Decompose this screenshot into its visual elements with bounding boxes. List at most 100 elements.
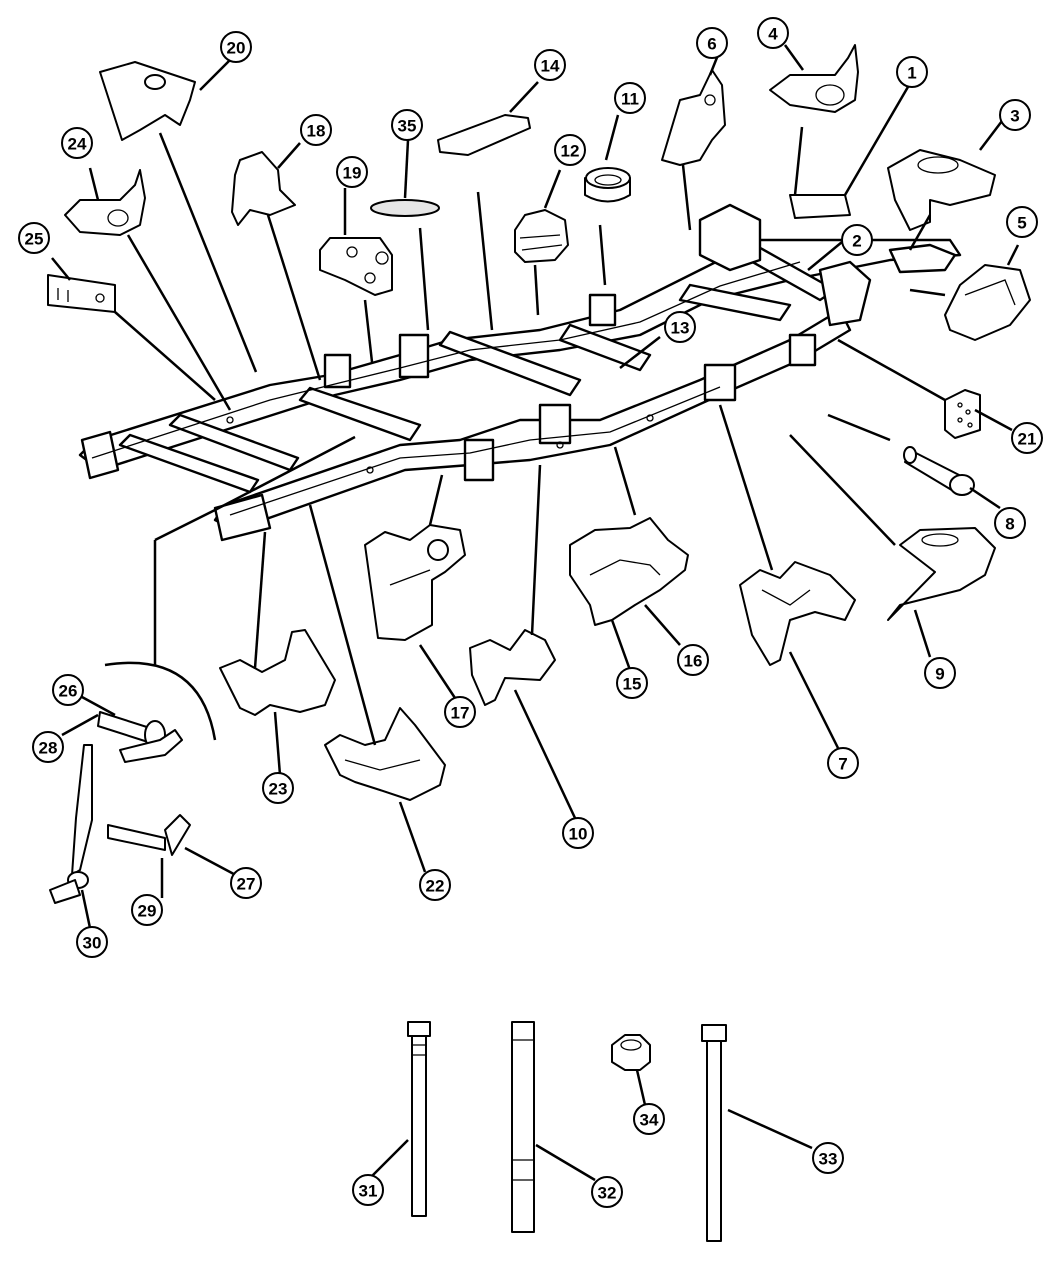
- callout-circle: [616, 667, 648, 699]
- callout-number: 7: [838, 755, 847, 774]
- part-18-bracket: [231, 151, 296, 226]
- callout-circle: [614, 82, 646, 114]
- callout-11: 11: [614, 82, 646, 114]
- callout-21: 21: [1011, 422, 1043, 454]
- part-10-bracket: [469, 629, 556, 706]
- callout-circle: [999, 99, 1031, 131]
- part-19-bracket: [319, 237, 393, 296]
- callout-circle: [994, 507, 1026, 539]
- part-31-long-bolt: [407, 1021, 431, 1217]
- part-33-long-bolt: [701, 1024, 727, 1242]
- arc-bracket-set: [104, 540, 217, 741]
- callout-number: 24: [68, 135, 87, 154]
- callout-circle: [924, 657, 956, 689]
- callout-8: 8: [994, 507, 1026, 539]
- callout-circle: [262, 772, 294, 804]
- callout-number: 4: [768, 25, 778, 44]
- callout-number: 29: [138, 902, 157, 921]
- callout-28: 28: [32, 731, 64, 763]
- part-29-bolt: [107, 814, 191, 856]
- callout-circle: [633, 1103, 665, 1135]
- part-3-bracket: [887, 149, 996, 231]
- callout-14: 14: [534, 49, 566, 81]
- callout-2: 2: [841, 224, 873, 256]
- callout-30: 30: [76, 926, 108, 958]
- callout-number: 6: [707, 35, 716, 54]
- part-14-plate: [437, 114, 531, 156]
- callout-circle: [841, 224, 873, 256]
- part-30-bolt: [49, 744, 93, 904]
- callout-number: 32: [598, 1184, 617, 1203]
- callout-17: 17: [444, 696, 476, 728]
- callout-22: 22: [419, 869, 451, 901]
- callout-number: 20: [227, 39, 246, 58]
- callout-circle: [32, 731, 64, 763]
- callout-circle: [827, 747, 859, 779]
- callout-number: 18: [307, 122, 326, 141]
- part-21-plate: [944, 389, 981, 439]
- callout-number: 27: [237, 875, 256, 894]
- callout-7: 7: [827, 747, 859, 779]
- callout-number: 35: [398, 117, 417, 136]
- part-20-plate: [99, 61, 196, 141]
- callout-number: 34: [640, 1111, 659, 1130]
- callout-24: 24: [61, 127, 93, 159]
- callout-number: 12: [561, 142, 580, 161]
- callout-circle: [812, 1142, 844, 1174]
- callout-circle: [18, 222, 50, 254]
- callout-circle: [300, 114, 332, 146]
- callout-circle: [1006, 206, 1038, 238]
- part-4-mount: [769, 44, 859, 113]
- callout-6: 6: [696, 27, 728, 59]
- callout-circle: [757, 17, 789, 49]
- part-28-bolt: [119, 729, 183, 763]
- callout-3: 3: [999, 99, 1031, 131]
- part-16-bracket: [569, 517, 689, 626]
- callout-circle: [352, 1174, 384, 1206]
- part-5-shield: [944, 264, 1031, 341]
- callout-16: 16: [677, 644, 709, 676]
- callout-number: 2: [852, 232, 861, 251]
- callout-circle: [52, 674, 84, 706]
- callout-18: 18: [300, 114, 332, 146]
- callout-1: 1: [896, 56, 928, 88]
- callout-32: 32: [591, 1176, 623, 1208]
- callout-number: 17: [451, 704, 470, 723]
- callout-circle: [336, 156, 368, 188]
- callout-10: 10: [562, 817, 594, 849]
- callout-labels: 1234567891011121314151617181920212223242…: [18, 17, 1043, 1208]
- callout-23: 23: [262, 772, 294, 804]
- callout-number: 19: [343, 164, 362, 183]
- callout-circle: [696, 27, 728, 59]
- callout-circle: [534, 49, 566, 81]
- part-32-stud: [511, 1021, 535, 1233]
- callout-number: 22: [426, 877, 445, 896]
- callout-35: 35: [391, 109, 423, 141]
- callout-number: 28: [39, 739, 58, 758]
- callout-number: 23: [269, 780, 288, 799]
- callout-circle: [677, 644, 709, 676]
- part-24-mount: [64, 169, 146, 236]
- callout-circle: [896, 56, 928, 88]
- callout-33: 33: [812, 1142, 844, 1174]
- callout-12: 12: [554, 134, 586, 166]
- part-9-spring-hanger: [887, 527, 996, 621]
- callout-circle: [554, 134, 586, 166]
- part-7-spring-hanger: [739, 561, 856, 666]
- callout-26: 26: [52, 674, 84, 706]
- callout-circle: [664, 311, 696, 343]
- callout-20: 20: [220, 31, 252, 63]
- callout-circle: [444, 696, 476, 728]
- callout-number: 3: [1010, 107, 1019, 126]
- callout-number: 26: [59, 682, 78, 701]
- part-12-mount: [514, 209, 569, 263]
- callout-31: 31: [352, 1174, 384, 1206]
- callout-5: 5: [1006, 206, 1038, 238]
- callout-circle: [391, 109, 423, 141]
- callout-number: 11: [621, 90, 639, 109]
- callout-number: 5: [1017, 214, 1026, 233]
- part-34-nut: [611, 1034, 651, 1071]
- callout-circle: [230, 867, 262, 899]
- callout-number: 21: [1018, 430, 1037, 449]
